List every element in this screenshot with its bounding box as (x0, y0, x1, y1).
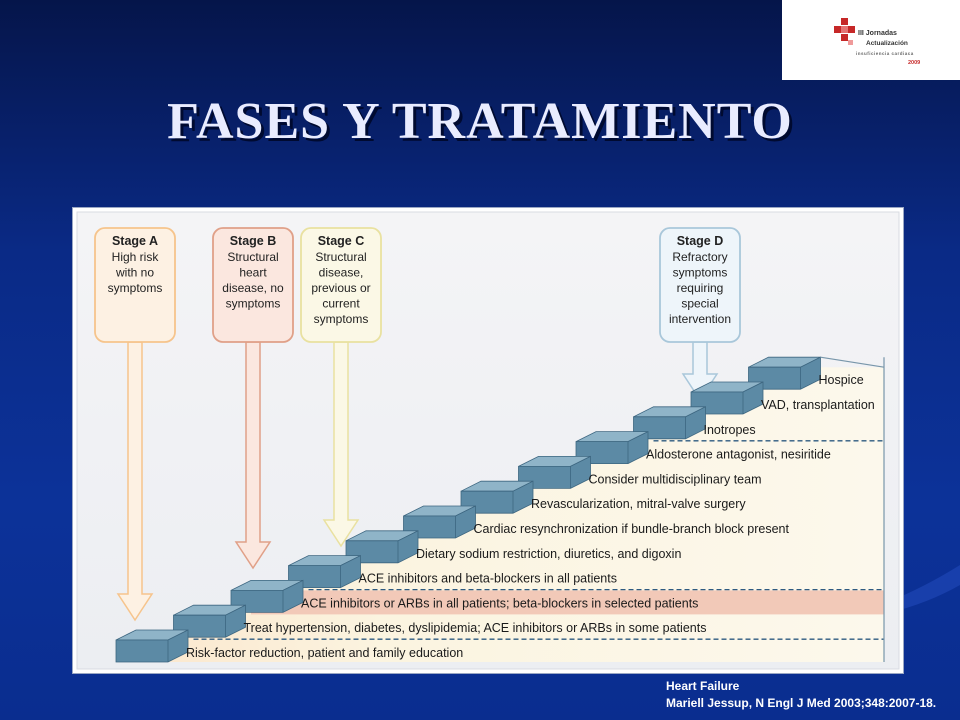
step-4 (288, 554, 361, 589)
step-1 (115, 629, 189, 663)
step-label-6: Cardiac resynchronization if bundle-bran… (474, 522, 790, 536)
logo-line3: insuficiencia cardiaca (856, 51, 914, 56)
stage-desc-4-1: Refractory (672, 250, 727, 264)
step-label-11: VAD, transplantation (761, 398, 875, 412)
stage-title-2: Stage B (230, 234, 277, 248)
stage-b-band (251, 590, 884, 615)
logo-line1: III Jornadas (858, 30, 897, 37)
stage-desc-3-4: current (322, 297, 360, 311)
step-label-5: Dietary sodium restriction, diuretics, a… (416, 547, 681, 561)
stage-desc-4-4: special (681, 297, 718, 311)
citation: Heart Failure Mariell Jessup, N Engl J M… (666, 678, 936, 712)
stage-box-3 (300, 227, 382, 343)
stage-desc-3-2: disease, (319, 266, 364, 280)
step-7 (460, 480, 534, 514)
stage-desc-4-5: intervention (669, 312, 731, 326)
citation-reference: Mariell Jessup, N Engl J Med 2003;348:20… (666, 696, 937, 710)
step-2 (173, 604, 246, 638)
step-label-4: ACE inhibitors and beta-blockers in all … (359, 572, 617, 586)
logo-cross-icon (834, 18, 855, 45)
stage-arrow-1 (116, 341, 154, 622)
logo-line2: Actualización (866, 40, 908, 47)
step-label-3: ACE inhibitors or ARBs in all patients; … (301, 596, 698, 610)
stage-arrow-3 (322, 341, 360, 548)
citation-title: Heart Failure (666, 679, 740, 693)
stage-desc-4-3: requiring (677, 281, 724, 295)
jornadas-logo: III Jornadas Actualización insuficiencia… (782, 0, 960, 80)
stage-title-4: Stage D (677, 234, 724, 248)
step-9 (575, 430, 649, 465)
step-label-8: Consider multidisciplinary team (589, 472, 762, 486)
stage-desc-1-3: symptoms (108, 281, 163, 295)
stage-desc-3-1: Structural (315, 250, 366, 264)
stage-title-1: Stage A (112, 234, 158, 248)
step-10 (633, 406, 706, 440)
stage-desc-3-3: previous or (311, 281, 370, 295)
stage-box-1 (94, 227, 176, 343)
step-11 (690, 381, 764, 415)
staircase-background (116, 367, 884, 662)
staircase-top-edge (820, 356, 885, 368)
step-label-1: Risk-factor reduction, patient and famil… (186, 646, 463, 660)
step-label-2: Treat hypertension, diabetes, dyslipidem… (244, 621, 707, 635)
stage-arrow-2 (234, 341, 272, 570)
stage-title-3: Stage C (318, 234, 365, 248)
stage-desc-1-1: High risk (112, 250, 160, 264)
stage-box-2 (212, 227, 294, 343)
stage-desc-1-2: with no (115, 266, 154, 280)
step-label-10: Inotropes (704, 423, 756, 437)
stage-desc-2-3: disease, no (222, 281, 284, 295)
stage-desc-2-4: symptoms (226, 297, 281, 311)
step-label-12: Hospice (819, 373, 864, 387)
slide-title: FASES Y TRATAMIENTO (167, 93, 793, 150)
step-label-9: Aldosterone antagonist, nesiritide (646, 448, 831, 462)
step-label-7: Revascularization, mitral-valve surgery (531, 497, 746, 511)
stage-desc-4-2: symptoms (673, 266, 728, 280)
stage-desc-2-2: heart (239, 266, 267, 280)
stage-desc-3-5: symptoms (314, 312, 369, 326)
stage-box-4 (659, 227, 741, 343)
stage-desc-2-1: Structural (227, 250, 278, 264)
logo-line4: 2009 (908, 60, 921, 66)
step-8 (518, 455, 591, 489)
